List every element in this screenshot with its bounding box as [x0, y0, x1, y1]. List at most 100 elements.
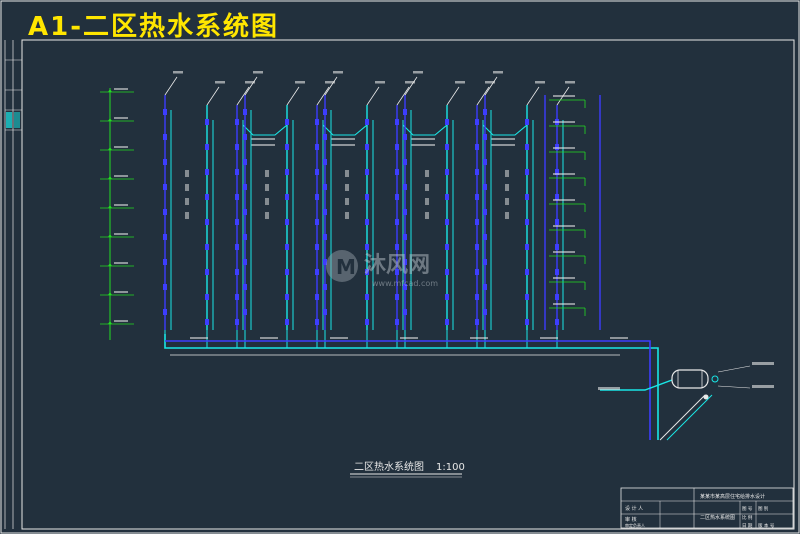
- riser-text-mark: [345, 170, 349, 177]
- level-label-mark: [114, 175, 128, 177]
- pipe-label-mark: [411, 138, 435, 140]
- valve-mark: [205, 244, 209, 250]
- valve-mark: [403, 134, 407, 140]
- valve-mark: [205, 144, 209, 150]
- valve-mark: [445, 119, 449, 125]
- caption-text: 二区热水系统图: [354, 460, 424, 473]
- valve-mark: [445, 144, 449, 150]
- valve-mark: [323, 284, 327, 290]
- valve-mark: [475, 294, 479, 300]
- riser-text-mark: [265, 184, 269, 191]
- valve-mark: [243, 309, 247, 315]
- valve-mark: [555, 194, 559, 200]
- vent-line: [286, 86, 300, 106]
- valve-mark: [445, 294, 449, 300]
- level-marker: [108, 205, 112, 208]
- valve-mark: [395, 219, 399, 225]
- level-marker: [108, 118, 112, 121]
- valve-mark: [323, 259, 327, 265]
- valve-mark: [163, 109, 167, 115]
- valve-mark: [483, 134, 487, 140]
- level-label-mark: [114, 117, 128, 119]
- valve-mark: [315, 319, 319, 325]
- vent-label-mark: [375, 81, 385, 84]
- valve-mark: [365, 269, 369, 275]
- cross-connection: [322, 124, 368, 136]
- riser-text-mark: [185, 170, 189, 177]
- valve-mark: [483, 309, 487, 315]
- watermark-url: www.mfcad.com: [372, 279, 438, 288]
- tb-label-date: 日 期: [742, 523, 753, 529]
- header-label-mark: [260, 337, 278, 339]
- tb-row-approver: 审定负责人: [625, 522, 645, 528]
- tb-label-no: 图 号: [742, 506, 753, 512]
- valve-mark: [365, 194, 369, 200]
- riser-text-mark: [505, 198, 509, 205]
- valve-mark: [163, 159, 167, 165]
- vent-label-mark: [413, 71, 423, 74]
- valve-mark: [395, 319, 399, 325]
- valve-mark: [235, 169, 239, 175]
- valve-mark: [285, 244, 289, 250]
- tb-label-version: 版 本 号: [758, 522, 775, 529]
- valve-mark: [243, 109, 247, 115]
- riser-text-mark: [265, 198, 269, 205]
- valve-mark: [243, 159, 247, 165]
- vent-line: [164, 76, 178, 96]
- valve-mark: [445, 269, 449, 275]
- title-block: 某某市某高层住宅给排水设计 二区热水系统图 设 计 人 审 核 审定负责人 图 …: [620, 487, 794, 529]
- valve-mark: [403, 284, 407, 290]
- valve-mark: [163, 284, 167, 290]
- riser-text-mark: [345, 184, 349, 191]
- tb-row-checker: 审 核: [625, 516, 637, 523]
- valve-mark: [323, 184, 327, 190]
- level-marker: [108, 147, 112, 150]
- level-marker: [108, 263, 112, 266]
- tb-project: 某某市某高层住宅给排水设计: [700, 493, 765, 500]
- cross-connection: [402, 124, 448, 136]
- riser-text-mark: [265, 212, 269, 219]
- valve-mark: [285, 294, 289, 300]
- valve-mark: [475, 194, 479, 200]
- header-label-mark: [540, 337, 558, 339]
- valve-mark: [205, 119, 209, 125]
- valve-mark: [235, 244, 239, 250]
- level-label-mark: [114, 88, 128, 90]
- valve-mark: [525, 169, 529, 175]
- branch-label-mark: [553, 277, 575, 279]
- valve-mark: [315, 144, 319, 150]
- valve-mark: [235, 194, 239, 200]
- valve-mark: [483, 234, 487, 240]
- valve-mark: [315, 219, 319, 225]
- vent-label-mark: [333, 71, 343, 74]
- valve-mark: [315, 244, 319, 250]
- valve-mark: [555, 319, 559, 325]
- valve-mark: [483, 209, 487, 215]
- vent-line: [244, 76, 258, 96]
- vent-line: [476, 86, 490, 106]
- vent-line: [526, 86, 540, 106]
- valve-mark: [365, 244, 369, 250]
- drawing-frame: [21, 39, 795, 530]
- valve-mark: [395, 244, 399, 250]
- valve-mark: [395, 169, 399, 175]
- valve-mark: [483, 159, 487, 165]
- vent-line: [404, 76, 418, 96]
- valve-mark: [323, 209, 327, 215]
- valve-mark: [525, 294, 529, 300]
- tb-sheet-name: 二区热水系统图: [700, 514, 735, 521]
- valve-mark: [235, 144, 239, 150]
- header-label-mark: [470, 337, 488, 339]
- valve-mark: [403, 184, 407, 190]
- valve-mark: [365, 169, 369, 175]
- branch-label-mark: [553, 251, 575, 253]
- valve-mark: [525, 269, 529, 275]
- riser-text-mark: [345, 198, 349, 205]
- tb-label-scale: 比 例: [742, 514, 753, 521]
- valve-mark: [205, 219, 209, 225]
- riser-text-mark: [185, 212, 189, 219]
- valve-mark: [163, 309, 167, 315]
- valve-mark: [403, 259, 407, 265]
- valve-mark: [475, 219, 479, 225]
- vent-label-mark: [565, 81, 575, 84]
